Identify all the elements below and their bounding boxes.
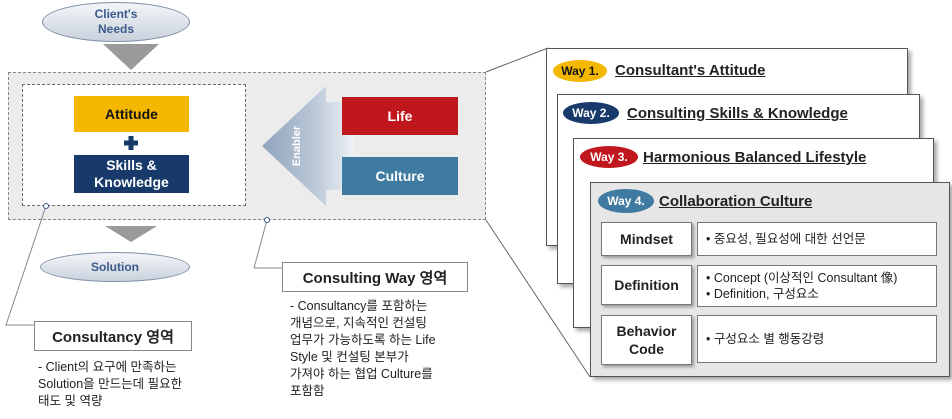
skills-knowledge-block: Skills & Knowledge [74,155,189,193]
life-block: Life [342,97,458,135]
definition-label: Definition [601,265,692,305]
clients-needs-ellipse: Client's Needs [42,2,190,42]
solution-label: Solution [91,259,139,274]
mindset-content: • 중요성, 필요성에 대한 선언문 [697,222,937,256]
definition-content: • Concept (이상적인 Consultant 像) • Definiti… [697,265,937,307]
consultancy-desc-line: Solution을 만드는데 필요한 [38,377,183,391]
consultancy-desc-line: 태도 및 역량 [38,394,103,408]
clients-needs-line1: Client's [94,7,138,21]
definition-line: • Concept (이상적인 Consultant 像) [706,271,898,285]
behavior-code-label: Behavior Code [601,315,692,365]
solution-ellipse: Solution [40,252,190,282]
way-2-tag: Way 2. [563,102,619,124]
attitude-block: Attitude [74,96,189,132]
way-1-tag: Way 1. [553,60,607,82]
consultancy-area-description: - Client의 요구에 만족하는 Solution을 만드는데 필요한 태도… [38,359,208,410]
way-3-tag: Way 3. [580,146,638,168]
consultancy-desc-line: - Client의 요구에 만족하는 [38,360,177,374]
culture-label: Culture [375,167,425,184]
way-desc-line: 업무가 가능하도록 하는 Life [290,333,436,347]
clients-needs-line2: Needs [97,22,135,36]
way-desc-line: 포함함 [290,384,325,398]
definition-line: • Definition, 구성요소 [706,287,819,301]
consulting-way-title: Consulting Way 영역 [282,262,468,292]
way-desc-line: 개념으로, 지속적인 컨설팅 [290,316,427,330]
way-3-title: Harmonious Balanced Lifestyle [643,149,867,166]
way-4-tag: Way 4. [598,189,654,213]
attitude-label: Attitude [105,105,158,122]
life-label: Life [387,107,413,124]
down-arrow-bottom-icon [105,226,157,242]
skills-label-line2: Knowledge [94,174,169,190]
way-desc-line: 가져야 하는 협업 Culture를 [290,367,433,381]
enabler-arrow-icon [262,86,354,206]
mindset-line: • 중요성, 필요성에 대한 선언문 [706,232,866,246]
consultancy-area-title: Consultancy 영역 [34,321,192,351]
way-desc-line: - Consultancy를 포함하는 [290,299,428,313]
down-arrow-top-icon [103,44,159,70]
consultancy-area-title-text: Consultancy 영역 [52,328,174,346]
way-4-title: Collaboration Culture [659,193,813,210]
plus-icon [124,136,138,150]
consulting-way-description: - Consultancy를 포함하는 개념으로, 지속적인 컨설팅 업무가 가… [290,298,480,400]
behavior-code-line: • 구성요소 별 행동강령 [706,332,825,346]
mindset-label: Mindset [601,222,692,256]
behavior-code-content: • 구성요소 별 행동강령 [697,315,937,363]
way-1-title: Consultant's Attitude [615,62,766,79]
culture-block: Culture [342,157,458,195]
consulting-way-title-text: Consulting Way 영역 [302,269,448,287]
skills-label-line1: Skills & [106,157,157,173]
way-2-title: Consulting Skills & Knowledge [627,105,848,122]
way-desc-line: Style 및 컨설팅 본부가 [290,350,409,364]
